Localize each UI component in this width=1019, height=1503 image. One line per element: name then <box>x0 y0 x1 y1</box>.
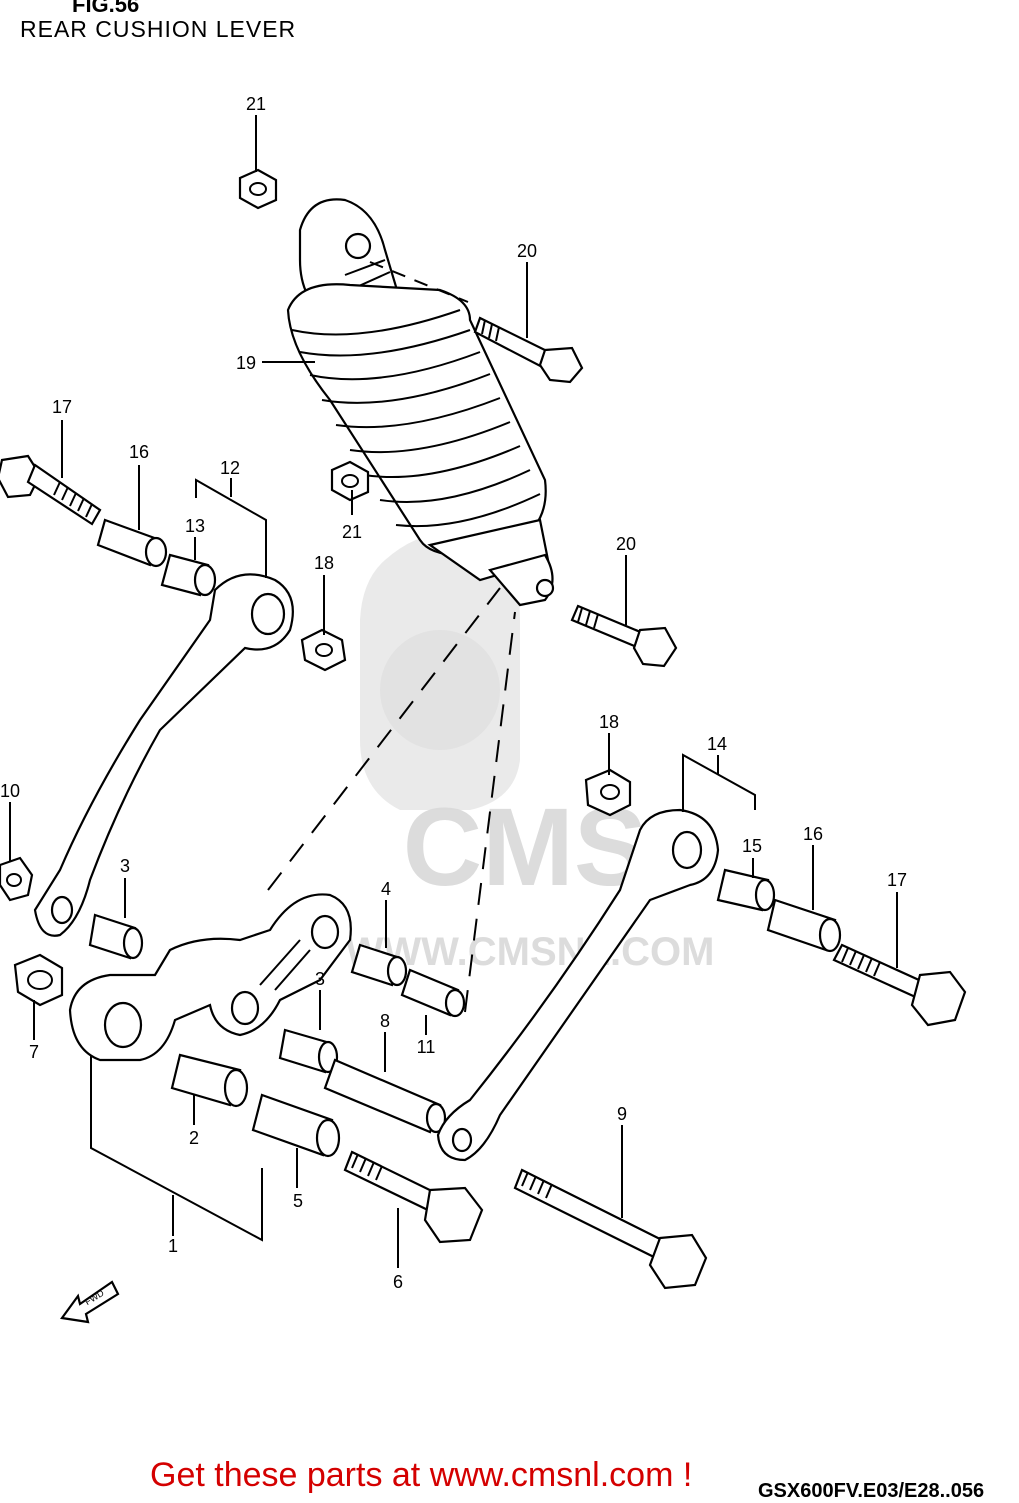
callout-6: 6 <box>393 1272 403 1292</box>
cushion-rod-12-left <box>33 573 294 937</box>
promo-link[interactable]: Get these parts at www.cmsnl.com ! <box>150 1456 693 1494</box>
callout-8: 8 <box>380 1011 390 1031</box>
callout-7: 7 <box>29 1042 39 1062</box>
callout-2: 2 <box>189 1128 199 1148</box>
collar-8 <box>323 1058 447 1134</box>
nut-18-right <box>584 768 632 817</box>
figure-title: FIG.56 <box>72 0 140 17</box>
bolt-6 <box>343 1150 484 1244</box>
leader-lines <box>9 115 898 1268</box>
bearing-3-left <box>88 913 144 960</box>
callout-1: 1 <box>168 1236 178 1256</box>
callout-21-lower: 21 <box>342 522 362 542</box>
collar-5 <box>251 1093 341 1158</box>
collar-16-right <box>766 898 842 953</box>
callout-21-top: 21 <box>246 94 266 114</box>
bolt-9 <box>513 1168 708 1290</box>
callout-20-top: 20 <box>517 241 537 261</box>
collar-16-left <box>96 518 168 568</box>
cushion-rod-14-right <box>436 808 720 1162</box>
bolt-20-lower <box>570 604 678 668</box>
callout-14: 14 <box>707 734 727 754</box>
callout-17-left: 17 <box>52 397 72 417</box>
bearing-2 <box>170 1053 249 1108</box>
callout-19: 19 <box>236 353 256 373</box>
rear-shock-absorber <box>286 198 555 607</box>
callout-20-lower: 20 <box>616 534 636 554</box>
nut-18-upper <box>300 628 347 672</box>
bearing-3-middle <box>278 1028 339 1074</box>
callout-labels: 21 20 19 17 16 12 13 21 20 18 18 14 15 1… <box>0 94 907 1292</box>
callout-10: 10 <box>0 781 20 801</box>
bearing-15 <box>716 868 776 912</box>
callout-18-right: 18 <box>599 712 619 732</box>
nut-7 <box>13 953 64 1007</box>
callout-16-left: 16 <box>129 442 149 462</box>
callout-15: 15 <box>742 836 762 856</box>
callout-17-right: 17 <box>887 870 907 890</box>
diagram-code: GSX600FV.E03/E28..056 <box>758 1480 985 1502</box>
nut-21-upper <box>238 168 278 210</box>
collar-11 <box>400 968 466 1018</box>
callout-18-upper: 18 <box>314 553 334 573</box>
washer-10 <box>0 856 34 902</box>
bearing-13 <box>160 553 217 597</box>
nut-21-lower <box>330 460 370 502</box>
callout-16-right: 16 <box>803 824 823 844</box>
callout-4: 4 <box>381 879 391 899</box>
bearing-4 <box>350 943 408 987</box>
bolt-17-right <box>832 943 967 1027</box>
figure-subtitle: REAR CUSHION LEVER <box>20 16 297 42</box>
bolt-20-upper <box>473 316 584 384</box>
cushion-lever-1 <box>68 893 352 1062</box>
callout-11: 11 <box>417 1037 436 1057</box>
callout-9: 9 <box>617 1104 627 1124</box>
callout-12: 12 <box>220 458 240 478</box>
callout-13: 13 <box>185 516 205 536</box>
bolt-17-left <box>0 454 102 526</box>
watermark-url-text: WWW.CMSNL.COM <box>346 930 715 974</box>
callout-5: 5 <box>293 1191 303 1211</box>
callout-3-left: 3 <box>120 856 130 876</box>
fwd-arrow-icon: FWD <box>60 1280 120 1324</box>
callout-3-middle: 3 <box>315 969 325 989</box>
